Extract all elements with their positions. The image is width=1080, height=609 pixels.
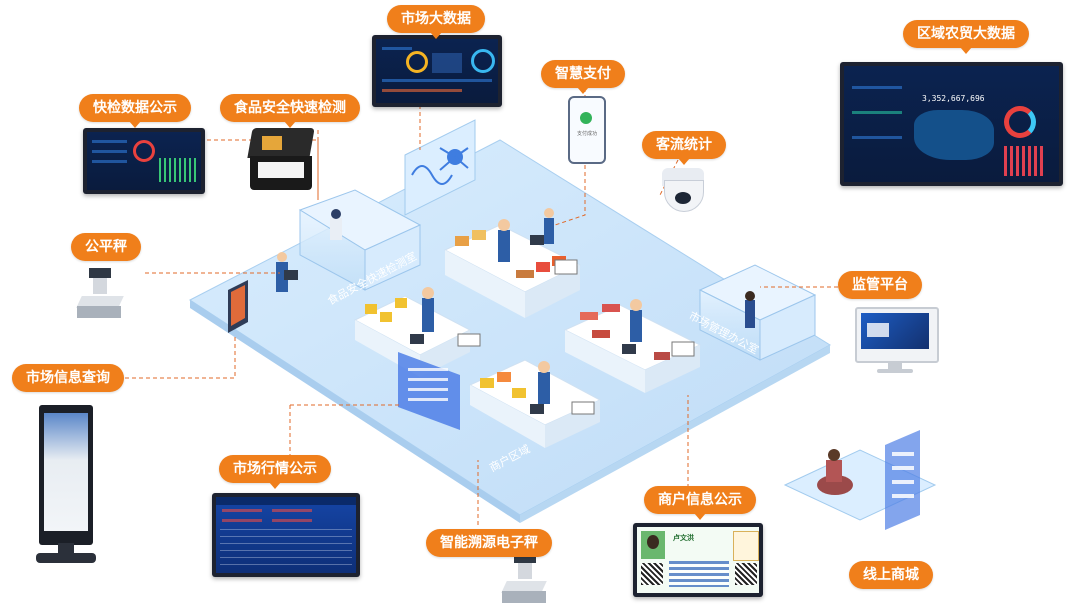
payment-success-text: 支付成功 [576, 131, 597, 137]
food-safety-room [298, 189, 422, 291]
quick-test-monitor [83, 128, 205, 194]
label-supervision-platform: 监管平台 [838, 271, 922, 299]
info-kiosk-small [228, 280, 248, 333]
label-regional-big-data: 区域农贸大数据 [903, 20, 1029, 54]
label-passenger-flow: 客流统计 [642, 131, 726, 165]
label-market-big-data: 市场大数据 [387, 5, 485, 39]
label-merchant-info-public: 商户信息公示 [644, 486, 756, 520]
label-traceability-scale: 智能溯源电子秤 [426, 529, 552, 557]
data-panel [404, 119, 476, 216]
seafood-stall [468, 359, 602, 448]
label-online-mall: 线上商城 [849, 561, 933, 589]
merchant-name: 卢文洪 [673, 534, 694, 542]
passenger-camera [660, 168, 706, 212]
market-office [698, 264, 817, 361]
market-price-monitor [212, 493, 360, 577]
label-market-price-public: 市场行情公示 [219, 455, 331, 489]
test-kit [247, 128, 315, 190]
payment-phone: 支付成功 [568, 96, 606, 164]
supervision-monitor [855, 307, 939, 375]
meat-stall [563, 299, 702, 393]
label-market-info-query: 市场信息查询 [12, 364, 124, 392]
regional-total: 3,352,667,696 [922, 94, 985, 103]
label-fair-scale: 公平秤 [71, 233, 141, 261]
market-big-data-monitor [372, 35, 502, 107]
fair-scale [75, 268, 125, 323]
fair-scale-stand [276, 252, 298, 292]
regional-big-data-monitor: 3,352,667,696 [840, 62, 1063, 186]
info-kiosk [36, 405, 96, 565]
label-food-safety-test: 食品安全快速检测 [220, 94, 360, 128]
merchant-info-monitor: 卢文洪 [633, 523, 763, 597]
label-quick-test-public: 快检数据公示 [79, 94, 191, 128]
online-mall-illustration [783, 430, 937, 530]
traceability-scale [500, 553, 548, 607]
label-smart-payment: 智慧支付 [541, 60, 625, 94]
price-panel [398, 352, 460, 430]
produce-stall [443, 208, 582, 318]
